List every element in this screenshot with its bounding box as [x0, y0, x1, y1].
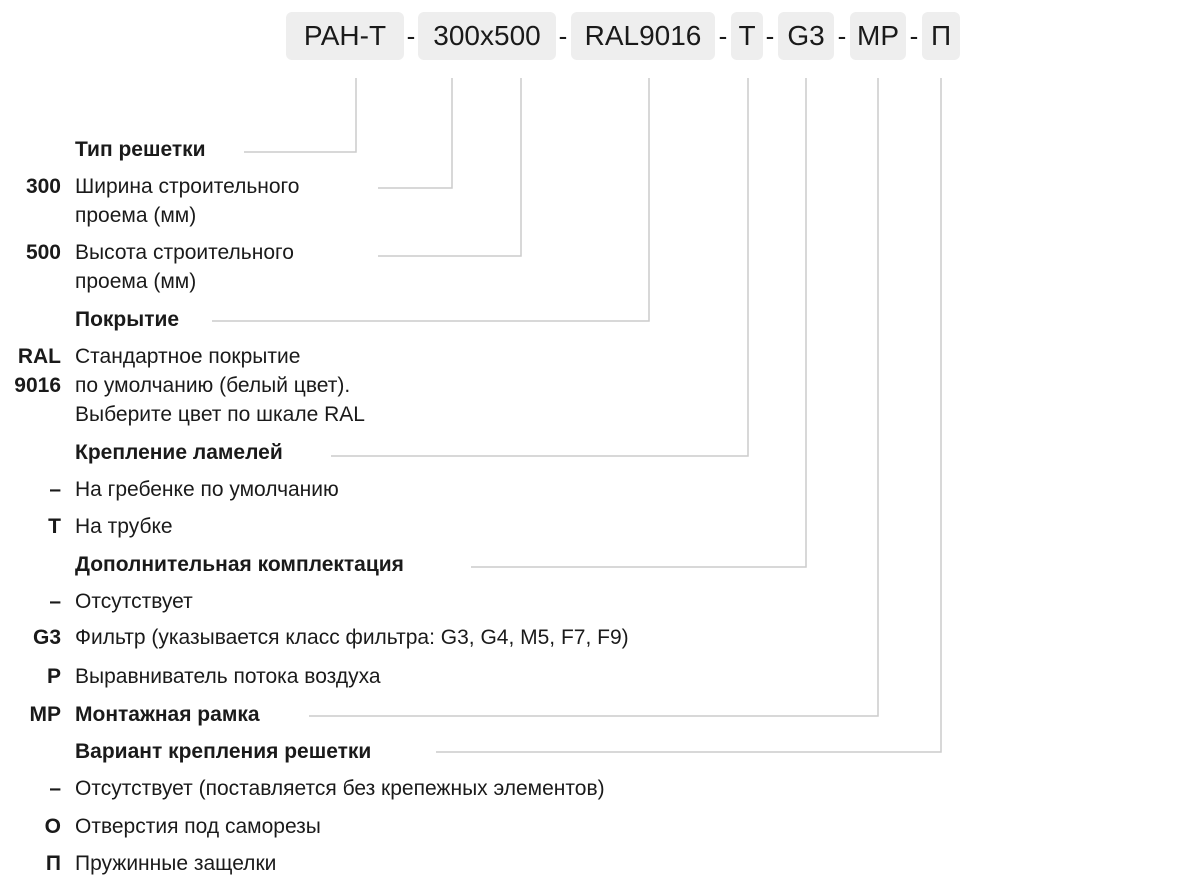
connector-line-3 — [378, 78, 522, 257]
code-part-6: МР — [850, 12, 906, 60]
code-part-3: RAL9016 — [571, 12, 715, 60]
section-heading: Монтажная рамка — [75, 703, 260, 726]
row-code: Р — [46, 665, 61, 688]
connector-line-1 — [244, 78, 357, 153]
code-separator: - — [837, 21, 847, 51]
row-description: Стандартное покрытие по умолчанию (белый… — [75, 345, 365, 426]
row-description: На трубке — [75, 515, 173, 538]
row-description: Пружинные защелки — [75, 852, 277, 875]
connector-line-2 — [378, 78, 453, 189]
code-separator: - — [406, 21, 416, 51]
row-description: Отверстия под саморезы — [75, 815, 321, 838]
code-separator: - — [765, 21, 775, 51]
row-code: RAL 9016 — [14, 345, 61, 397]
code-part-4: Т — [731, 12, 763, 60]
row-description: На гребенке по умолчанию — [75, 478, 339, 501]
row-description: Фильтр (указывается класс фильтра: G3, G… — [75, 626, 629, 649]
code-part-7: П — [922, 12, 960, 60]
code-separator: - — [558, 21, 568, 51]
row-code: О — [44, 815, 61, 838]
connector-line-4 — [212, 78, 650, 322]
code-part-1: РАН-Т — [286, 12, 404, 60]
section-heading: Дополнительная комплектация — [75, 553, 404, 576]
row-code: П — [45, 852, 61, 875]
row-description: Высота строительного проема (мм) — [75, 241, 294, 293]
code-part-5: G3 — [778, 12, 834, 60]
row-code: – — [49, 777, 61, 800]
row-code: Т — [48, 515, 61, 538]
connector-line-7 — [309, 78, 879, 717]
row-code: – — [49, 590, 61, 613]
row-description: Отсутствует (поставляется без крепежных … — [75, 777, 605, 800]
row-code: 300 — [25, 175, 61, 198]
connector-line-6 — [471, 78, 807, 568]
code-part-2: 300x500 — [418, 12, 556, 60]
row-description: Выравниватель потока воздуха — [75, 665, 381, 688]
row-code: МР — [29, 703, 62, 726]
row-description: Отсутствует — [75, 590, 193, 613]
section-heading: Тип решетки — [75, 138, 206, 161]
row-code: – — [49, 478, 61, 501]
row-code: G3 — [32, 626, 61, 649]
connector-line-5 — [331, 78, 749, 457]
section-heading: Крепление ламелей — [75, 441, 283, 464]
row-description: Ширина строительного проема (мм) — [75, 175, 300, 227]
connector-line-8 — [436, 78, 942, 753]
section-heading: Вариант крепления решетки — [75, 740, 372, 763]
code-separator: - — [718, 21, 728, 51]
code-separator: - — [909, 21, 919, 51]
row-code: 500 — [25, 241, 61, 264]
section-heading: Покрытие — [75, 308, 180, 331]
